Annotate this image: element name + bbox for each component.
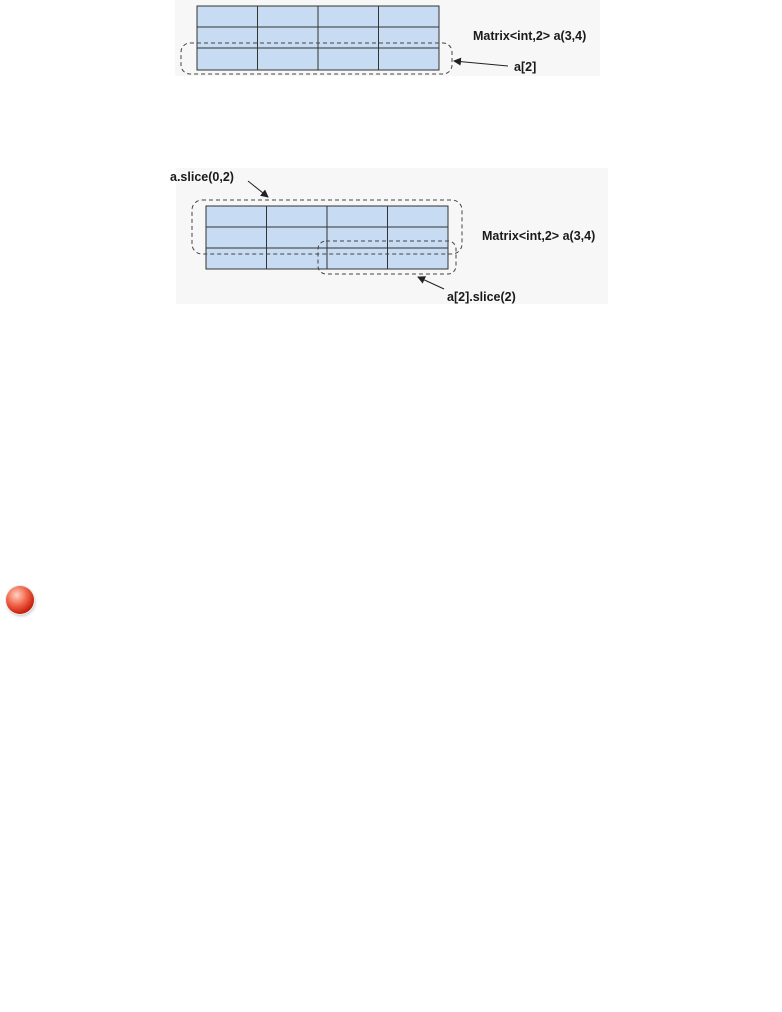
row-selection-outline: [180, 42, 453, 75]
rows-slice-outline: [191, 199, 463, 255]
row-pointer-arrow: [453, 57, 509, 67]
matrix-declaration-label: Matrix<int,2> a(3,4): [473, 29, 587, 43]
red-ball-icon: [6, 586, 34, 614]
slice-label: a.slice(0,2): [170, 170, 234, 184]
row-slice-label: a[2].slice(2): [447, 290, 516, 304]
row-label: a[2]: [514, 60, 537, 74]
matrix-row-graphic: [180, 5, 509, 75]
row-slice-pointer-arrow: [417, 276, 445, 290]
matrix-declaration-label: Matrix<int,2> a(3,4): [482, 229, 596, 243]
row-element-slice-outline: [317, 240, 457, 275]
matrix-row-diagram: Matrix<int,2> a(3,4) a[2]: [175, 0, 600, 76]
matrix-slice-graphic: [191, 180, 463, 290]
slice-pointer-arrow: [247, 180, 269, 198]
matrix-slice-diagram: a.slice(0,2) Matrix<int,2> a(3,4) a[2].s…: [170, 168, 608, 304]
